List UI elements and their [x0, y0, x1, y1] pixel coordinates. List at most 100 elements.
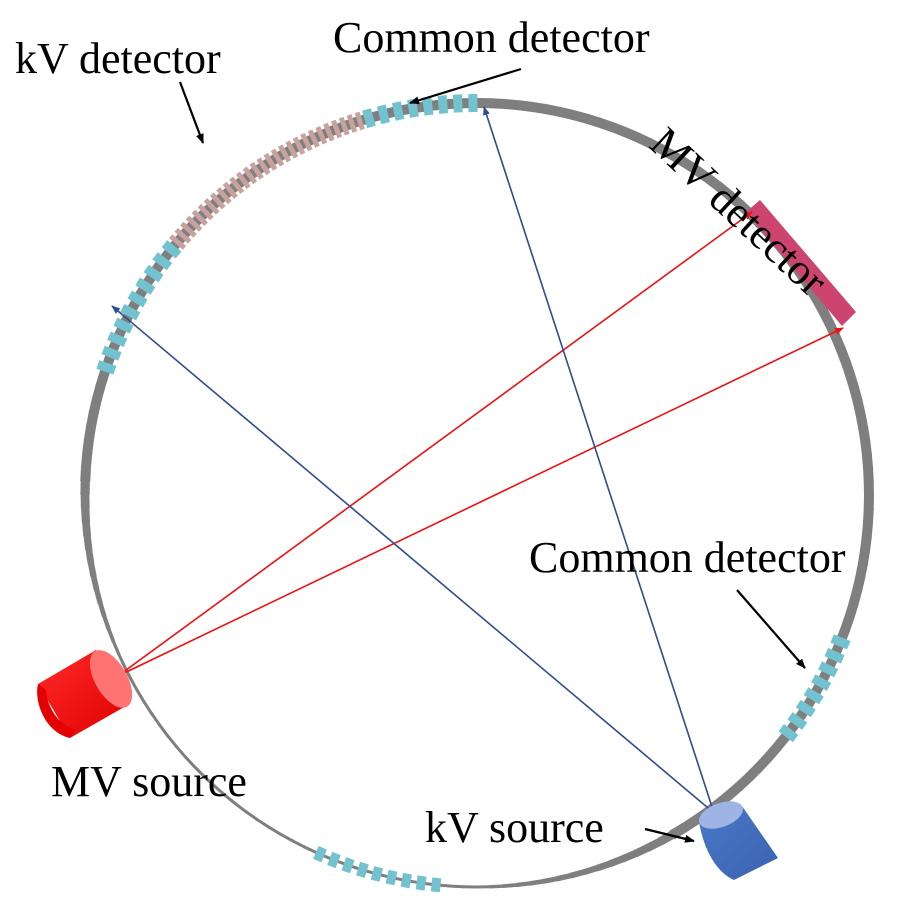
common-detector-element — [120, 303, 141, 321]
ring-segment — [97, 601, 107, 617]
ring-segment — [87, 561, 97, 578]
ring-segment — [255, 817, 271, 829]
kv-detector-element — [216, 187, 232, 205]
mv-detector-block — [746, 200, 856, 326]
ring-segment — [81, 507, 91, 523]
ring-segment — [744, 763, 763, 782]
common-detector-element — [362, 108, 376, 129]
kv-source-arrow — [644, 827, 695, 843]
common-detector-element — [468, 93, 478, 113]
kv-detector-element — [285, 140, 299, 159]
kv-detector-element — [191, 209, 208, 226]
kv-detector-element — [185, 215, 203, 232]
common-detector-element — [113, 317, 134, 334]
ring-segment — [91, 384, 106, 402]
ring-segment — [583, 113, 601, 128]
mv-beam-upper — [117, 211, 753, 677]
kv-detector-element — [229, 176, 245, 194]
ring-segment — [544, 104, 561, 117]
ring-segment — [106, 627, 116, 643]
common-detector-element — [161, 240, 182, 259]
ring-segment — [202, 774, 216, 788]
kv-detector-element — [292, 136, 306, 155]
common-detector-element — [152, 252, 173, 271]
ring-segment — [734, 773, 753, 791]
ring-segment — [556, 872, 573, 882]
ring-segment — [128, 677, 139, 692]
ring-segment — [848, 385, 863, 403]
kv-detector-element — [174, 227, 192, 244]
ring-segment — [85, 547, 95, 564]
common-detector-element — [778, 724, 799, 743]
ring-segment — [621, 126, 640, 143]
ring-segment — [844, 601, 859, 619]
common-detector-element — [787, 712, 808, 730]
common-detector-left-arc — [96, 240, 182, 375]
kv-detector-label: kV detector — [15, 34, 221, 83]
common-detector-element — [437, 95, 449, 114]
common-detector-element — [327, 851, 341, 869]
kv-beam-right — [483, 106, 715, 814]
ring-segment — [633, 843, 651, 858]
common-detector-element — [811, 674, 832, 691]
kv-detector-arc — [163, 109, 373, 256]
ring-segment — [174, 744, 187, 759]
common-detector-element — [415, 875, 427, 891]
kv-source-label: kV source — [425, 803, 604, 852]
kv-beam-left — [111, 305, 715, 814]
ring-segment — [861, 521, 874, 538]
kv-detector-element — [323, 122, 335, 142]
ring-segment — [595, 860, 613, 872]
ring-segment — [862, 508, 874, 524]
ring-segment — [715, 182, 734, 200]
ring-segment — [621, 849, 638, 863]
kv-detector-element — [277, 144, 292, 163]
ring-segment — [681, 158, 701, 175]
kv-detector-element — [300, 132, 313, 152]
ring-segment — [830, 333, 846, 352]
ring-segment — [818, 308, 835, 327]
ring-segment — [101, 614, 111, 630]
common-detector-element — [127, 290, 148, 308]
ring-segment — [855, 562, 868, 579]
ring-segment — [646, 138, 665, 154]
common-detector-element — [824, 647, 845, 664]
mv-source-label: MV source — [51, 757, 247, 806]
common-detector-element — [400, 872, 412, 889]
ring-segment — [557, 106, 575, 120]
ring-segment — [490, 98, 506, 110]
ring-segment — [724, 782, 743, 800]
common-detector-element — [101, 345, 122, 361]
ring-segment — [609, 121, 627, 137]
ring-segment — [569, 869, 586, 879]
common-detector-element — [356, 861, 369, 878]
ring-segment — [95, 371, 110, 389]
common-detector-top-arrow — [409, 67, 522, 105]
ring-segment — [763, 743, 782, 762]
ring-segment — [503, 98, 520, 111]
ring-segment — [658, 144, 677, 161]
common-detector-element — [313, 845, 327, 863]
mv-source — [37, 650, 133, 738]
kv-detector-element — [242, 166, 258, 185]
common-detector-element — [803, 687, 824, 705]
common-detector-bottom-label: Common detector — [529, 533, 846, 582]
common-detector-element — [385, 869, 398, 886]
ring-segment — [840, 614, 855, 632]
ring-segment — [754, 753, 772, 772]
ring-segment — [845, 372, 859, 390]
ring-segment — [860, 439, 872, 456]
common-detector-element — [818, 661, 839, 678]
kv-detector-element — [249, 161, 264, 180]
common-detector-element — [370, 866, 384, 882]
ring-segment — [83, 534, 93, 550]
ring-segment — [88, 397, 102, 415]
kv-detector-element — [180, 221, 197, 238]
ring-segment — [223, 793, 237, 806]
ring-segment — [852, 575, 866, 593]
kv-detector-element — [315, 125, 328, 145]
ring-segment — [634, 132, 653, 148]
ring-segment — [669, 823, 688, 840]
kv-detector-element — [197, 203, 214, 221]
